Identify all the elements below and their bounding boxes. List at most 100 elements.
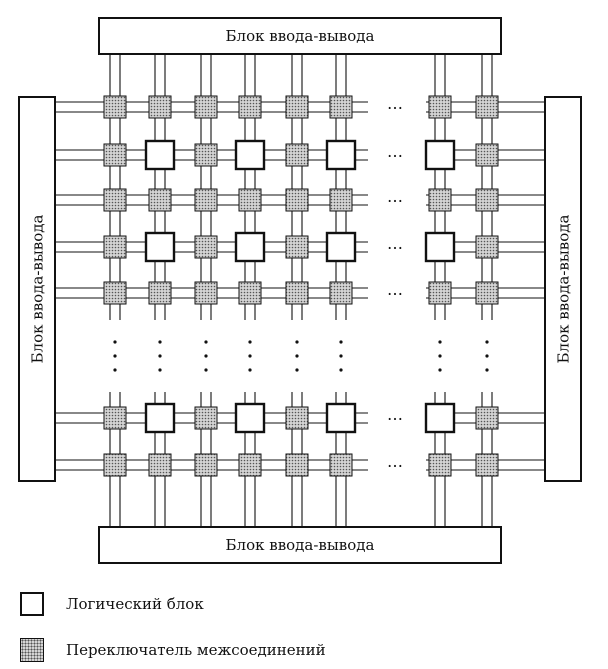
column-ellipsis-dot: [295, 340, 299, 344]
column-ellipsis-dot: [438, 354, 442, 358]
interconnect-switch: [475, 95, 499, 119]
column-ellipsis-dot: [339, 368, 343, 372]
column-gap: [368, 56, 426, 525]
legend-logic-block-label: Логический блок: [66, 595, 204, 613]
interconnect-switch: [329, 95, 353, 119]
interconnect-switch: [475, 281, 499, 305]
logic-block: [234, 231, 266, 263]
interconnect-switch: [475, 453, 499, 477]
logic-block: [325, 231, 357, 263]
row-ellipsis: …: [387, 187, 405, 206]
interconnect-switch: [103, 235, 127, 259]
column-ellipsis-dot: [204, 368, 208, 372]
interconnect-switch: [475, 235, 499, 259]
io-block-top: Блок ввода-вывода: [98, 17, 502, 55]
legend-logic-block: Логический блок: [20, 592, 204, 616]
column-ellipsis-dot: [248, 354, 252, 358]
row-ellipsis: …: [387, 280, 405, 299]
interconnect-switch: [285, 453, 309, 477]
interconnect-switch: [329, 453, 353, 477]
interconnect-switch: [148, 95, 172, 119]
interconnect-switch: [103, 281, 127, 305]
interconnect-switch: [238, 95, 262, 119]
column-ellipsis-dot: [485, 354, 489, 358]
interconnect-switch: [238, 188, 262, 212]
interconnect-switch: [103, 143, 127, 167]
io-block-left: Блок ввода-вывода: [18, 96, 56, 482]
row-ellipsis: …: [387, 234, 405, 253]
interconnect-switch: [475, 143, 499, 167]
logic-block: [424, 231, 456, 263]
interconnect-switch: [475, 188, 499, 212]
io-block-bottom: Блок ввода-вывода: [98, 526, 502, 564]
io-block-bottom-label: Блок ввода-вывода: [225, 536, 375, 554]
io-block-top-label: Блок ввода-вывода: [225, 27, 375, 45]
switch-symbol: [20, 638, 44, 662]
column-ellipsis-dot: [339, 354, 343, 358]
interconnect-switch: [194, 143, 218, 167]
io-block-right-label: Блок ввода-вывода: [554, 214, 572, 364]
interconnect-switch: [103, 188, 127, 212]
column-ellipsis-dot: [113, 368, 117, 372]
interconnect-switch: [103, 95, 127, 119]
column-ellipsis-dot: [295, 354, 299, 358]
interconnect-switch: [285, 95, 309, 119]
logic-block: [325, 139, 357, 171]
interconnect-switch: [428, 453, 452, 477]
logic-block: [424, 139, 456, 171]
legend-switch-label: Переключатель межсоединений: [66, 641, 326, 659]
interconnect-switch: [194, 235, 218, 259]
column-ellipsis-dot: [248, 368, 252, 372]
io-block-left-label: Блок ввода-вывода: [28, 214, 46, 364]
column-ellipsis-dot: [113, 354, 117, 358]
interconnect-switch: [285, 235, 309, 259]
logic-block: [234, 139, 266, 171]
interconnect-switch: [103, 406, 127, 430]
row-ellipsis: …: [387, 405, 405, 424]
interconnect-switch: [329, 281, 353, 305]
column-ellipsis-dot: [339, 340, 343, 344]
column-ellipsis-dot: [158, 340, 162, 344]
interconnect-switch: [194, 453, 218, 477]
logic-block: [234, 402, 266, 434]
interconnect-switch: [194, 406, 218, 430]
interconnect-switch: [285, 188, 309, 212]
row-ellipsis: …: [387, 452, 405, 471]
interconnect-switch: [285, 406, 309, 430]
interconnect-switch: [194, 95, 218, 119]
column-ellipsis-dot: [204, 340, 208, 344]
column-ellipsis-dot: [295, 368, 299, 372]
interconnect-switch: [238, 453, 262, 477]
column-ellipsis-dot: [438, 368, 442, 372]
legend-switch: Переключатель межсоединений: [20, 638, 326, 662]
row-ellipsis: …: [387, 142, 405, 161]
interconnect-switch: [148, 453, 172, 477]
logic-block: [144, 402, 176, 434]
row-gap: [57, 320, 543, 392]
logic-block: [424, 402, 456, 434]
logic-block: [144, 231, 176, 263]
interconnect-switch: [475, 406, 499, 430]
interconnect-switch: [428, 95, 452, 119]
interconnect-switch: [148, 188, 172, 212]
column-ellipsis-dot: [158, 368, 162, 372]
interconnect-switch: [428, 188, 452, 212]
interconnect-switch: [285, 143, 309, 167]
logic-block: [325, 402, 357, 434]
interconnect-switch: [428, 281, 452, 305]
interconnect-switch: [194, 188, 218, 212]
column-ellipsis-dot: [248, 340, 252, 344]
row-ellipsis: …: [387, 94, 405, 113]
interconnect-switch: [285, 281, 309, 305]
column-ellipsis-dot: [485, 340, 489, 344]
interconnect-switch: [148, 281, 172, 305]
column-ellipsis-dot: [485, 368, 489, 372]
column-ellipsis-dot: [113, 340, 117, 344]
interconnect-switch: [238, 281, 262, 305]
interconnect-switch: [329, 188, 353, 212]
interconnect-switch: [103, 453, 127, 477]
column-ellipsis-dot: [204, 354, 208, 358]
io-block-right: Блок ввода-вывода: [544, 96, 582, 482]
column-ellipsis-dot: [438, 340, 442, 344]
